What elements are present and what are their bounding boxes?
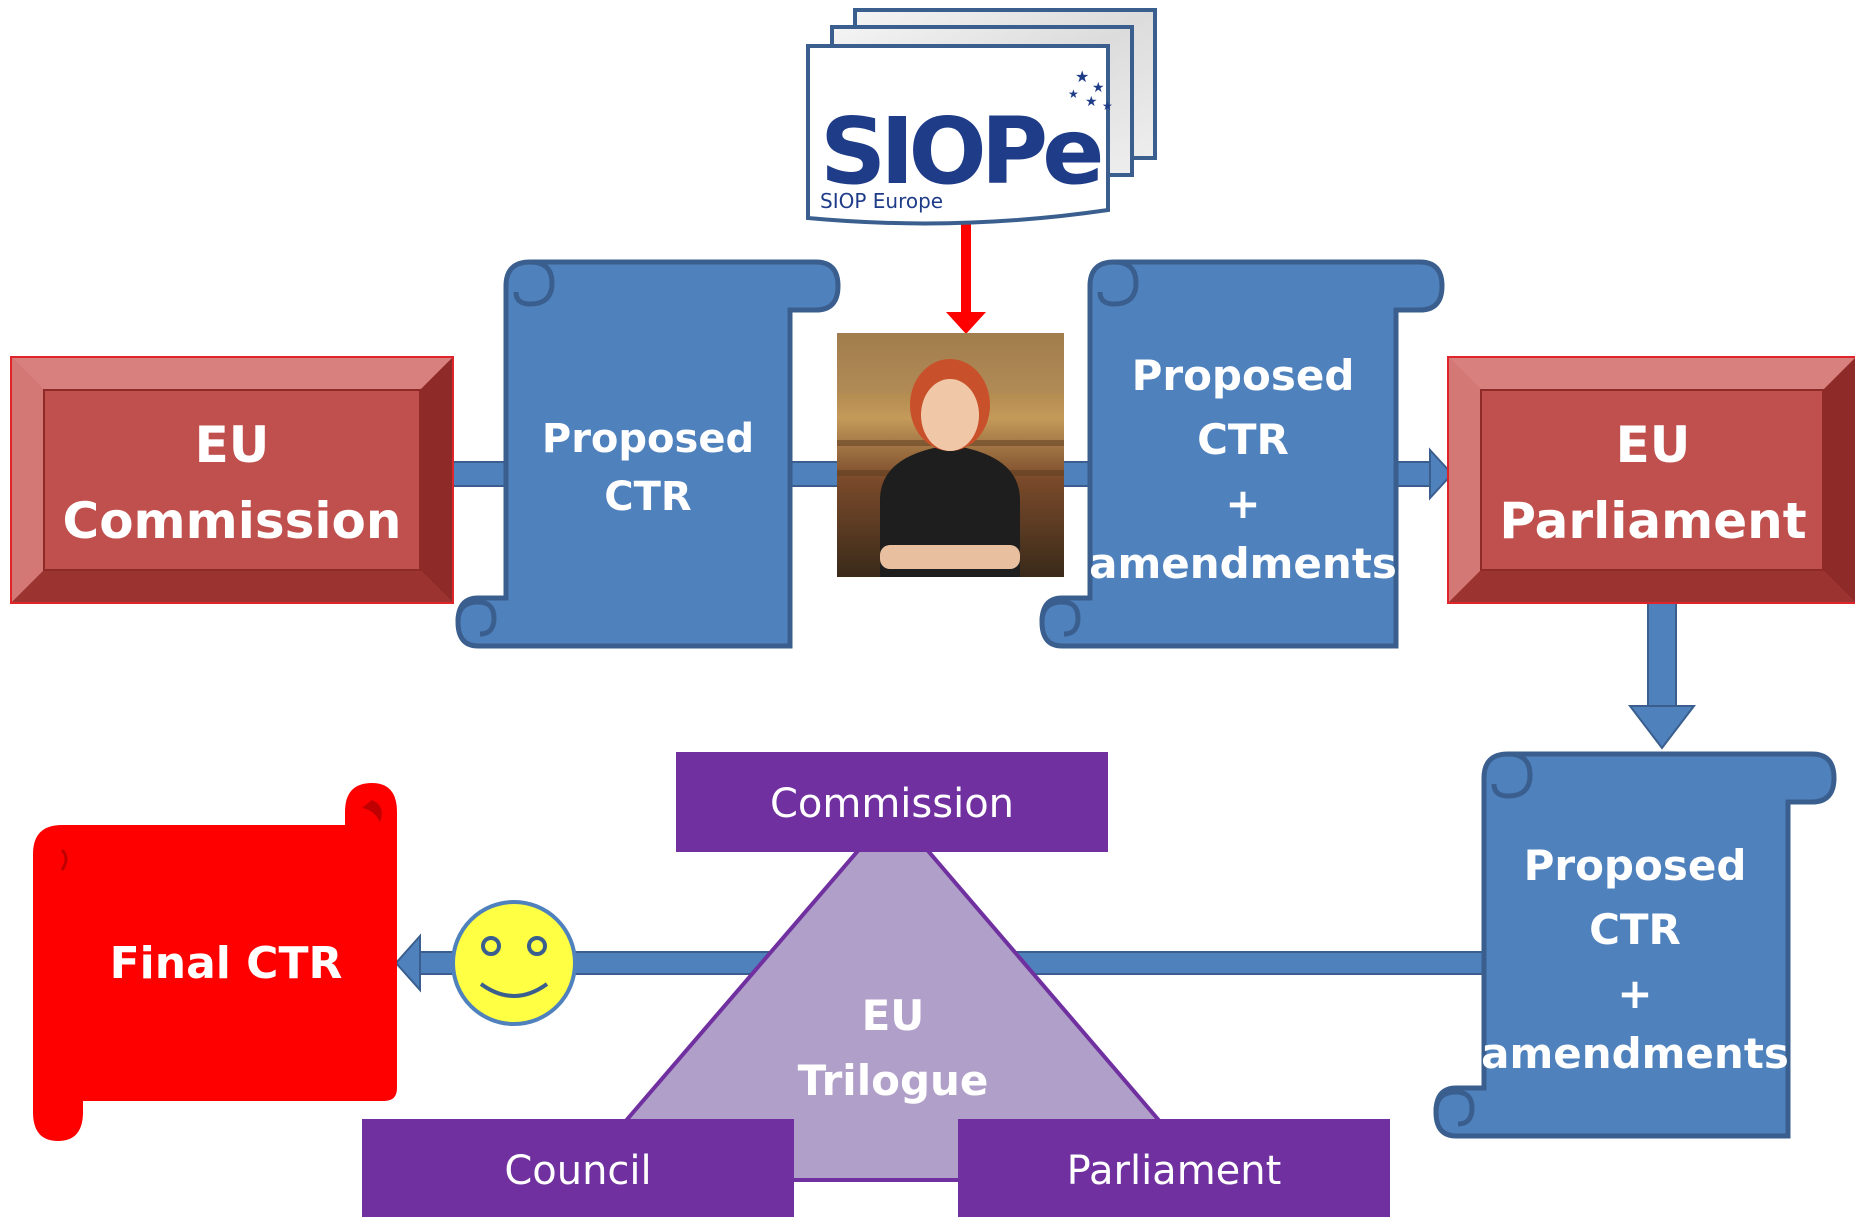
svg-text:★: ★ [1102, 99, 1113, 113]
svg-text:★: ★ [1085, 93, 1098, 109]
svg-text:★: ★ [1075, 69, 1089, 86]
final-ctr-scroll: Final CTR [33, 782, 397, 1142]
final-ctr-label: Final CTR [110, 938, 343, 989]
logo-wordmark: SIOPe [820, 98, 1100, 205]
scroll3-line3: + [1617, 969, 1652, 1018]
trilogue-parliament-label: Parliament [1067, 1148, 1282, 1194]
scroll1-line2: CTR [604, 474, 691, 520]
scroll-proposed-ctr-amendments-1: Proposed CTR + amendments [1039, 259, 1445, 649]
trilogue-commission-label: Commission [770, 781, 1014, 827]
scroll3-line2: CTR [1589, 905, 1681, 954]
eu-commission-box: EU Commission [10, 356, 454, 604]
red-arrow [946, 220, 986, 334]
smiley-face-icon [451, 900, 577, 1026]
scroll-proposed-ctr-amendments-2: Proposed CTR + amendments [1433, 751, 1837, 1139]
trilogue-line1: EU [862, 991, 925, 1040]
scroll3-line1: Proposed [1524, 841, 1747, 890]
trilogue-council-box [362, 1119, 794, 1217]
trilogue-parliament-box [958, 1119, 1390, 1217]
trilogue-group: EU Trilogue Commission Council Parliamen… [362, 752, 1390, 1217]
down-arrow [1627, 597, 1697, 750]
scroll2-line3: + [1225, 479, 1260, 528]
scroll3-line4: amendments [1481, 1029, 1789, 1078]
logo-subtitle: SIOP Europe [820, 189, 943, 213]
parliament-line1: EU [1616, 416, 1691, 474]
scroll2-line1: Proposed [1132, 351, 1355, 400]
eu-parliament-box: EU Parliament [1447, 356, 1855, 604]
scroll-proposed-ctr: Proposed CTR [455, 259, 841, 649]
commission-line2: Commission [63, 492, 402, 550]
commission-line1: EU [195, 416, 270, 474]
trilogue-line2: Trilogue [798, 1056, 989, 1105]
siope-logo: SIOPe SIOP Europe ★ ★ ★ ★ ★ [806, 8, 1157, 226]
svg-text:★: ★ [1068, 87, 1079, 101]
trilogue-commission-box [676, 752, 1108, 852]
scroll1-line1: Proposed [542, 416, 754, 462]
scroll2-line2: CTR [1197, 415, 1289, 464]
parliament-line2: Parliament [1499, 492, 1806, 550]
svg-text:★: ★ [1092, 79, 1105, 95]
star-icon: ★ ★ ★ ★ ★ [1068, 69, 1113, 113]
trilogue-council-label: Council [504, 1148, 651, 1194]
scroll2-line4: amendments [1089, 539, 1397, 588]
person-photo [837, 333, 1064, 577]
trilogue-triangle [570, 806, 1215, 1182]
